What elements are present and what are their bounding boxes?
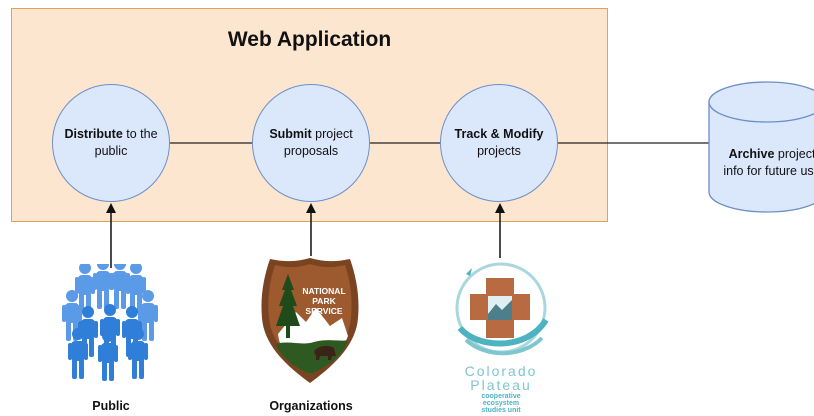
node-submit-line2: proposals xyxy=(283,144,339,158)
cp-logo-sub1: cooperative xyxy=(481,393,521,400)
colorado-plateau-logo xyxy=(455,262,549,356)
archive-database xyxy=(708,80,814,214)
node-distribute: Distribute to the public xyxy=(52,84,170,202)
archive-line2: info for future use xyxy=(723,164,814,178)
archive-rest: project xyxy=(774,147,814,161)
cp-logo-line2: Plateau xyxy=(470,377,532,393)
cp-logo-text: Colorado Plateau xyxy=(440,364,562,392)
archive-label: Archive project info for future use xyxy=(712,146,814,180)
node-distribute-line2: public xyxy=(94,144,128,158)
nps-logo-line3: SERVICE xyxy=(305,306,342,316)
node-distribute-bold: Distribute xyxy=(64,127,123,141)
node-submit: Submit project proposals xyxy=(252,84,370,202)
node-distribute-rest: to the xyxy=(122,127,158,141)
nps-logo-line1: NATIONAL xyxy=(302,286,345,296)
node-submit-rest: project xyxy=(311,127,353,141)
people-group-icon xyxy=(62,264,158,381)
nps-arrowhead-logo: NATIONAL PARK SERVICE xyxy=(261,258,359,383)
cp-logo-sub3: studies unit xyxy=(481,407,521,414)
nps-logo-line2: PARK xyxy=(312,296,336,306)
public-label: Public xyxy=(92,399,130,413)
cp-logo-subtext: cooperative ecosystem studies unit xyxy=(440,393,562,414)
node-track-bold: Track & Modify xyxy=(454,127,544,141)
database-icon xyxy=(708,81,814,213)
diagram-title: Web Application xyxy=(227,28,392,51)
archive-bold: Archive xyxy=(728,147,775,161)
node-track-modify: Track & Modify projects xyxy=(440,84,558,202)
node-track-line2: projects xyxy=(477,144,521,158)
node-submit-bold: Submit xyxy=(269,127,312,141)
organizations-label: Organizations xyxy=(269,399,353,413)
cp-logo-sub2: ecosystem xyxy=(482,400,520,407)
cp-logo-line1: Colorado xyxy=(464,363,538,379)
